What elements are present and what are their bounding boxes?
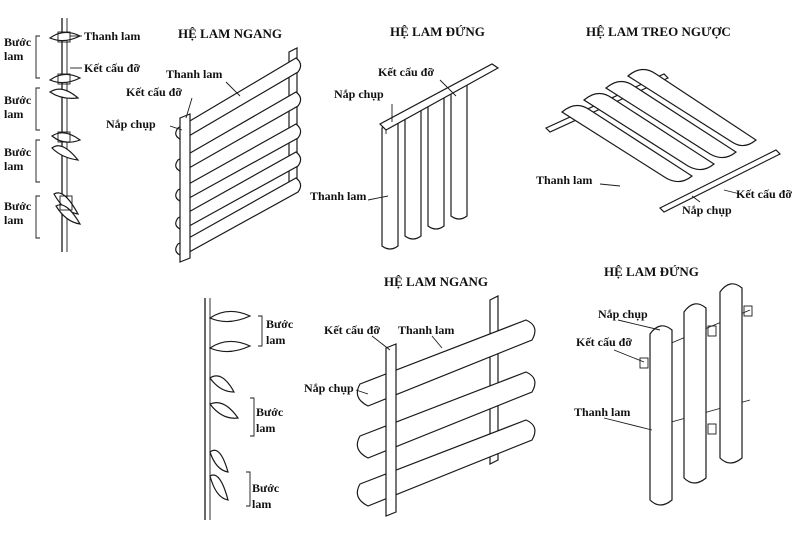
section-detail-bottom bbox=[204, 298, 263, 520]
pitch-label-3b: lam bbox=[4, 159, 23, 173]
section-detail-top-left bbox=[35, 18, 82, 252]
pitch-label-5b: lam bbox=[266, 333, 285, 347]
pitch-label-1b: lam bbox=[4, 49, 23, 63]
label-thanh-lam-p4: Thanh lam bbox=[536, 173, 592, 187]
label-nap-chup-p6: Nắp chụp bbox=[304, 381, 354, 395]
pitch-label-4b: lam bbox=[4, 213, 23, 227]
label-thanh-lam-p1: Thanh lam bbox=[84, 29, 140, 43]
label-thanh-lam-p7: Thanh lam bbox=[574, 405, 630, 419]
label-thanh-lam-p6: Thanh lam bbox=[398, 323, 454, 337]
label-ket-cau-do-p7: Kết cấu đỡ bbox=[576, 335, 632, 349]
pitch-label-2b: lam bbox=[4, 107, 23, 121]
pitch-label-2a: Bước bbox=[4, 93, 32, 107]
pitch-label-6b: lam bbox=[256, 421, 275, 435]
title-inverted: HỆ LAM TREO NGƯỢC bbox=[586, 24, 731, 39]
pitch-label-3a: Bước bbox=[4, 145, 32, 159]
pitch-label-7a: Bước bbox=[252, 481, 280, 495]
title-horizontal-top: HỆ LAM NGANG bbox=[178, 26, 282, 41]
horizontal-louver-bottom-drawing bbox=[355, 295, 536, 517]
label-ket-cau-do-p3: Kết cấu đỡ bbox=[378, 65, 434, 79]
pitch-label-1a: Bước bbox=[4, 35, 32, 49]
label-thanh-lam-p3: Thanh lam bbox=[310, 189, 366, 203]
label-nap-chup-p3: Nắp chụp bbox=[334, 87, 384, 101]
pitch-label-5a: Bước bbox=[266, 317, 294, 331]
label-ket-cau-do-p6: Kết cấu đỡ bbox=[324, 323, 380, 337]
pitch-label-4a: Bước bbox=[4, 199, 32, 213]
label-nap-chup-p2: Nắp chụp bbox=[106, 117, 156, 131]
inverted-louver-drawing bbox=[544, 68, 782, 213]
title-vertical-top: HỆ LAM ĐỨNG bbox=[390, 24, 485, 39]
title-vertical-bottom: HỆ LAM ĐỨNG bbox=[604, 264, 699, 279]
vertical-louver-top-drawing bbox=[367, 63, 500, 250]
label-ket-cau-do-p4: Kết cấu đỡ bbox=[736, 187, 792, 201]
pitch-label-6a: Bước bbox=[256, 405, 284, 419]
label-ket-cau-do-p2: Kết cấu đỡ bbox=[126, 85, 182, 99]
label-nap-chup-p4: Nắp chụp bbox=[682, 203, 732, 217]
vertical-louver-bottom-drawing bbox=[603, 283, 753, 506]
label-nap-chup-p7: Nắp chụp bbox=[598, 307, 648, 321]
title-horizontal-bottom: HỆ LAM NGANG bbox=[384, 274, 488, 289]
label-ket-cau-do-p1: Kết cấu đỡ bbox=[84, 61, 140, 75]
pitch-label-7b: lam bbox=[252, 497, 271, 511]
horizontal-louver-top-drawing bbox=[169, 47, 302, 263]
label-thanh-lam-p2: Thanh lam bbox=[166, 67, 222, 81]
